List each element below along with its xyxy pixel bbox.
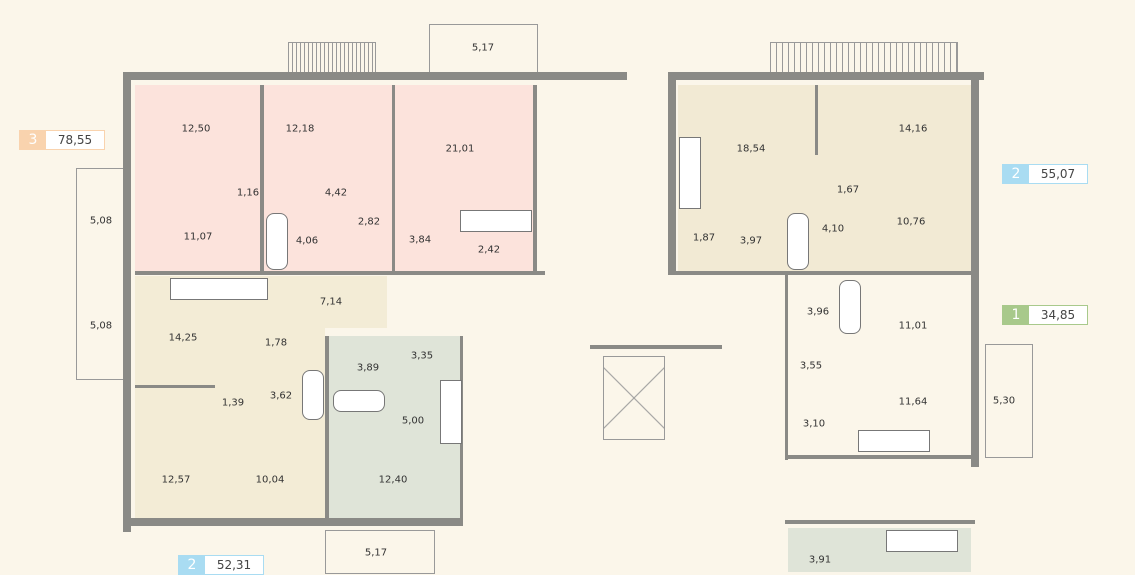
room-area: 5,08 (89, 320, 113, 332)
room-area: 2,42 (477, 244, 501, 256)
room-area: 4,10 (821, 223, 845, 235)
apartment-green-zone (329, 336, 460, 518)
room-area: 1,78 (264, 337, 288, 349)
wall-outer-left (123, 72, 131, 532)
room-area: 12,40 (378, 474, 408, 486)
kitchen-counter (886, 530, 958, 552)
wall-mid-right (668, 271, 971, 275)
apartment-area: 78,55 (46, 131, 104, 149)
balcony-right (985, 344, 1033, 458)
room-area: 1,16 (236, 187, 260, 199)
room-area: 1,87 (692, 232, 716, 244)
room-area: 3,91 (808, 554, 832, 566)
room-area: 5,17 (471, 42, 495, 54)
wall-int-10 (590, 345, 722, 349)
wall-int-7 (785, 455, 975, 459)
wall-shaft-left (533, 85, 537, 275)
room-area: 3,89 (356, 362, 380, 374)
apartment-badge-2-bottom[interactable]: 2 52,31 (178, 555, 264, 575)
room-area: 2,82 (357, 216, 381, 228)
wall-outer-top-left (123, 72, 627, 80)
bathtub (333, 390, 385, 412)
room-area: 11,64 (898, 396, 928, 408)
room-area: 3,84 (408, 234, 432, 246)
kitchen-counter (679, 137, 701, 209)
wall-int-1 (260, 85, 264, 275)
wall-int-3 (815, 85, 818, 155)
apartment-3-zone (135, 85, 533, 271)
wall-outer-top-right (668, 72, 984, 80)
wall-mid-left (135, 271, 545, 275)
apartment-badge-1[interactable]: 1 34,85 (1002, 305, 1088, 325)
room-area: 3,10 (802, 418, 826, 430)
room-count: 1 (1003, 306, 1029, 324)
room-area: 12,18 (285, 123, 315, 135)
kitchen-counter (460, 210, 532, 232)
wall-int-6 (135, 385, 215, 388)
room-area: 21,01 (445, 143, 475, 155)
room-area: 11,01 (898, 320, 928, 332)
bathtub (302, 370, 324, 420)
room-area: 3,62 (269, 390, 293, 402)
room-area: 12,50 (181, 123, 211, 135)
room-count: 2 (1003, 165, 1029, 183)
room-area: 10,76 (896, 216, 926, 228)
room-area: 5,17 (364, 547, 388, 559)
room-area: 1,39 (221, 397, 245, 409)
room-area: 14,25 (168, 332, 198, 344)
room-area: 12,57 (161, 474, 191, 486)
kitchen-counter (858, 430, 930, 452)
room-area: 3,35 (410, 350, 434, 362)
apartment-badge-2[interactable]: 2 55,07 (1002, 164, 1088, 184)
room-area: 4,06 (295, 235, 319, 247)
room-area: 4,42 (324, 187, 348, 199)
room-area: 5,00 (401, 415, 425, 427)
wall-bottom-left (123, 518, 463, 526)
room-count: 2 (179, 556, 205, 574)
wall-int-8 (785, 520, 975, 524)
room-area: 7,14 (319, 296, 343, 308)
apartment-area: 34,85 (1029, 306, 1087, 324)
room-area: 11,07 (183, 231, 213, 243)
room-area: 14,16 (898, 123, 928, 135)
apartment-area: 52,31 (205, 556, 263, 574)
room-area: 5,08 (89, 215, 113, 227)
room-area: 10,04 (255, 474, 285, 486)
wall-int-2 (392, 85, 395, 275)
wall-int-9 (785, 275, 788, 460)
kitchen-counter (440, 380, 462, 444)
stairs-top-right (770, 42, 958, 74)
bathtub (266, 213, 288, 270)
room-area: 3,96 (806, 306, 830, 318)
apartment-area: 55,07 (1029, 165, 1087, 183)
bathtub (787, 213, 809, 270)
room-count: 3 (20, 131, 46, 149)
balcony-left (76, 168, 126, 380)
elevator (603, 356, 665, 440)
apartment-2-left-zone (135, 328, 325, 518)
room-area: 3,97 (739, 235, 763, 247)
vent-top-left (288, 42, 376, 74)
wall-shaft-right (668, 72, 676, 272)
room-area: 18,54 (736, 143, 766, 155)
room-area: 5,30 (992, 395, 1016, 407)
kitchen-counter (170, 278, 268, 300)
wall-int-4 (325, 336, 329, 521)
room-area: 3,55 (799, 360, 823, 372)
bathtub (839, 280, 861, 334)
apartment-badge-3[interactable]: 3 78,55 (19, 130, 105, 150)
room-area: 1,67 (836, 184, 860, 196)
apartment-2-right-zone (678, 85, 971, 271)
wall-outer-right (971, 72, 979, 467)
